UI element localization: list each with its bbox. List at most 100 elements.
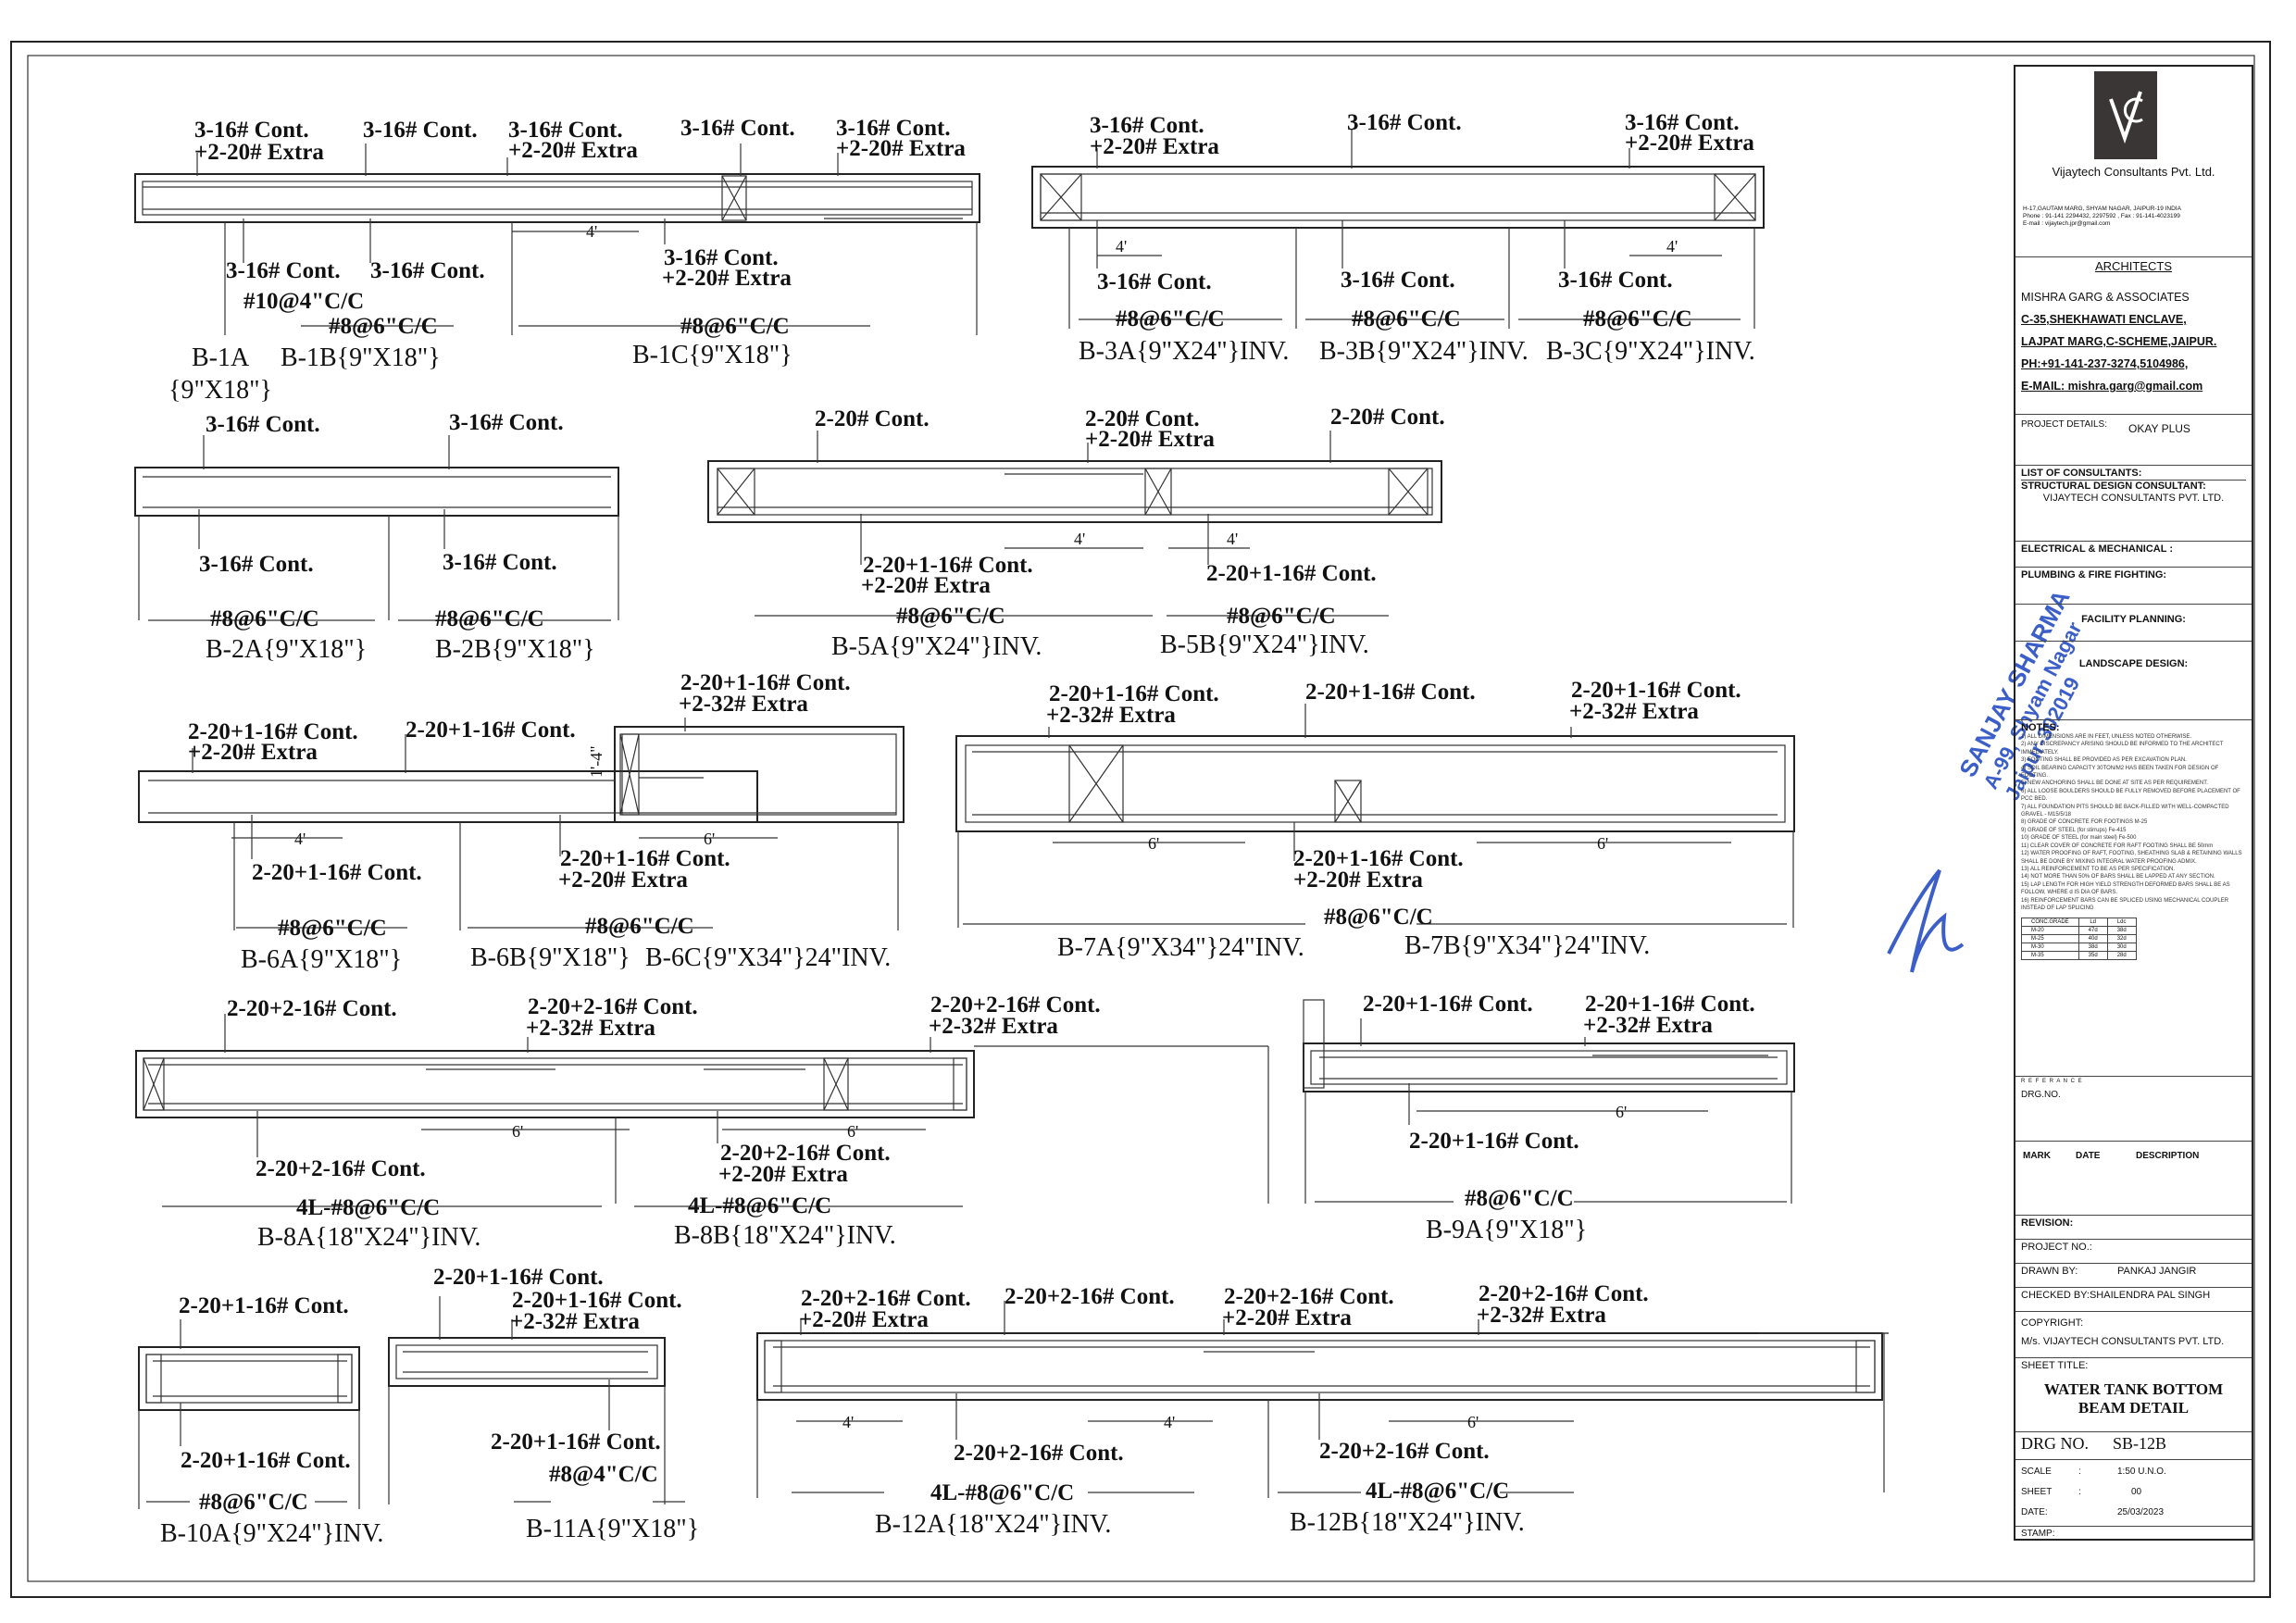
beam-b7: 6' 6' (955, 704, 1795, 928)
copyright-owner: M/s. VIJAYTECH CONSULTANTS PVT. LTD. (2021, 1336, 2225, 1347)
tie-label: #8@6"C/C (435, 606, 544, 631)
rebar-label: 2-20+2-16# Cont. (954, 1441, 1124, 1466)
rebar-label: 2-20+1-16# Cont. (680, 670, 851, 695)
rebar-label: 3-16# Cont. (199, 552, 314, 577)
note-item: 10) GRADE OF STEEL (for main steel) Fe-5… (2021, 835, 2137, 842)
rebar-label: 2-20+2-16# Cont. (528, 994, 698, 1019)
rebar-label: +2-20# Extra (508, 138, 638, 163)
tie-label: #8@6"C/C (1227, 604, 1336, 629)
rebar-label: 2-20+2-16# Cont. (1224, 1284, 1394, 1309)
signature (1887, 868, 1965, 973)
tie-label: #8@4"C/C (549, 1462, 658, 1487)
beam-caption: B-1C{9"X18"} (632, 341, 792, 369)
beam-caption: B-6B{9"X18"} (470, 943, 630, 972)
sheet-title-row: SHEET TITLE: WATER TANK BOTTOM BEAM DETA… (2015, 1357, 2252, 1431)
dim-label: 4' (586, 222, 597, 241)
tie-label: #8@6"C/C (1116, 306, 1225, 331)
rebar-label: 2-20+1-16# Cont. (188, 719, 358, 744)
drg-no-row: DRG NO. SB-12B (2015, 1431, 2252, 1459)
tie-label: #8@6"C/C (278, 916, 387, 941)
beam-caption: B-12A{18"X24"}INV. (875, 1510, 1111, 1539)
lap-table-cell: 40d (2078, 934, 2108, 944)
note-item: 1) ALL DIMENSIONS ARE IN FEET, UNLESS NO… (2021, 734, 2192, 740)
checked-by: CHECKED BY:SHAILENDRA PAL SINGH (2021, 1290, 2211, 1301)
rebar-label: +2-20# Extra (1222, 1305, 1352, 1330)
architects-header: ARCHITECTS (2015, 256, 2252, 279)
rebar-label: 3-16# Cont. (1090, 113, 1204, 138)
separator: : (2078, 1487, 2081, 1497)
dim-label: 6' (704, 830, 715, 848)
dim-label: 6' (847, 1122, 858, 1141)
reference-row: R E F E R A N C E DRG.NO. (2015, 1076, 2252, 1115)
beam-b9: 6' (1303, 999, 1795, 1204)
rebar-label: 2-20+1-16# Cont. (863, 553, 1033, 578)
tie-label: #8@6"C/C (1352, 306, 1461, 331)
lap-table-cell: 28d (2106, 951, 2137, 961)
rebar-label: 2-20+2-16# Cont. (720, 1141, 891, 1166)
electrical-label: ELECTRICAL & MECHANICAL : (2021, 543, 2173, 555)
lap-table-cell: 30d (2106, 943, 2137, 953)
beam-b8: 6' 6' (135, 1014, 1269, 1207)
note-item: 16) REINFORCEMENT BARS CAN BE SPLICED US… (2021, 897, 2229, 911)
sheet-title-line: WATER TANK BOTTOM (2043, 1380, 2224, 1398)
beam-caption: B-8A{18"X24"}INV. (257, 1223, 480, 1252)
rebar-label: 2-20+1-16# Cont. (491, 1429, 661, 1454)
rebar-label: +2-20# Extra (836, 136, 966, 161)
beam-caption: B-6A{9"X18"} (241, 945, 402, 974)
rebar-label: 3-16# Cont. (1347, 110, 1462, 135)
beam-caption: B-2A{9"X18"} (206, 635, 367, 664)
separator: : (2078, 1467, 2081, 1477)
company-contact: H-17,GAUTAM MARG, SHYAM NAGAR, JAIPUR-19… (2023, 206, 2181, 228)
tie-label: 4L-#8@6"C/C (296, 1195, 440, 1220)
note-item: 14) NOT MORE THAN 50% OF BARS SHALL BE L… (2021, 874, 2215, 880)
rebar-label: +2-20# Extra (194, 140, 324, 165)
architect-info: MISHRA GARG & ASSOCIATES C-35,SHEKHAWATI… (2015, 284, 2252, 399)
rebar-label: 2-20+2-16# Cont. (256, 1156, 426, 1181)
copyright-row: COPYRIGHT: M/s. VIJAYTECH CONSULTANTS PV… (2015, 1311, 2252, 1357)
description-column: DESCRIPTION (2136, 1151, 2200, 1161)
rebar-label: +2-20# Extra (662, 266, 792, 291)
dim-label: 6' (512, 1122, 523, 1141)
beam-b5: 4' 4' (707, 431, 1442, 617)
rebar-label: 2-20# Cont. (815, 406, 930, 431)
rebar-label: 2-20+1-16# Cont. (1305, 680, 1476, 705)
rebar-label: +2-32# Extra (1046, 703, 1176, 728)
rebar-label: 3-16# Cont. (443, 550, 557, 575)
revision-row: REVISION: (2015, 1215, 2252, 1239)
rebar-label: +2-32# Extra (1569, 699, 1699, 724)
tie-label: 4L-#8@6"C/C (930, 1480, 1074, 1505)
rebar-label: +2-32# Extra (510, 1309, 640, 1334)
beam-b3: 4' 4' (1031, 130, 1765, 329)
drawn-by-value: PANKAJ JANGIR (2117, 1266, 2197, 1277)
rebar-label: 3-16# Cont. (1625, 110, 1740, 135)
rebar-label: 2-20+1-16# Cont. (1409, 1129, 1579, 1154)
sheet-title-line: BEAM DETAIL (2078, 1399, 2190, 1417)
dim-label: 4' (1666, 237, 1678, 256)
rebar-label: 3-16# Cont. (363, 118, 478, 143)
rebar-label: +2-32# Extra (679, 692, 808, 717)
lap-table-head-cell: Ldc (2106, 918, 2137, 928)
rebar-label: 2-20+1-16# Cont. (181, 1448, 351, 1473)
rebar-label: 2-20+1-16# Cont. (179, 1293, 349, 1318)
rebar-label: 2-20+1-16# Cont. (406, 718, 576, 743)
rebar-label: +2-32# Extra (1477, 1303, 1606, 1328)
rebar-label: 3-16# Cont. (226, 258, 341, 283)
dim-label: 4' (1227, 530, 1238, 548)
title-block: Vijaytech Consultants Pvt. Ltd. H-17,GAU… (2014, 65, 2253, 1541)
checked-by-row: CHECKED BY:SHAILENDRA PAL SINGH (2015, 1287, 2252, 1311)
rebar-label: 2-20+1-16# Cont. (1049, 681, 1219, 706)
tie-label: #8@6"C/C (1324, 905, 1433, 930)
dim-label: 4' (1074, 530, 1085, 548)
project-no-row: PROJECT NO.: (2015, 1239, 2252, 1263)
date-label: DATE: (2021, 1507, 2048, 1517)
rebar-label: 2-20+1-16# Cont. (1293, 846, 1464, 871)
structural-consultant: VIJAYTECH CONSULTANTS PVT. LTD. (2042, 493, 2225, 504)
rebar-label: +2-32# Extra (929, 1014, 1058, 1039)
rebar-label: 3-16# Cont. (206, 412, 320, 437)
beam-caption: B-7B{9"X34"}24"INV. (1404, 931, 1650, 960)
beam-caption: B-7A{9"X34"}24"INV. (1057, 933, 1304, 962)
beam-caption: B-12B{18"X24"}INV. (1290, 1508, 1525, 1537)
beam-caption: B-9A{9"X18"} (1426, 1216, 1587, 1244)
beam-caption: B-5A{9"X24"}INV. (831, 632, 1042, 661)
rebar-label: 2-20# Cont. (1085, 406, 1200, 431)
